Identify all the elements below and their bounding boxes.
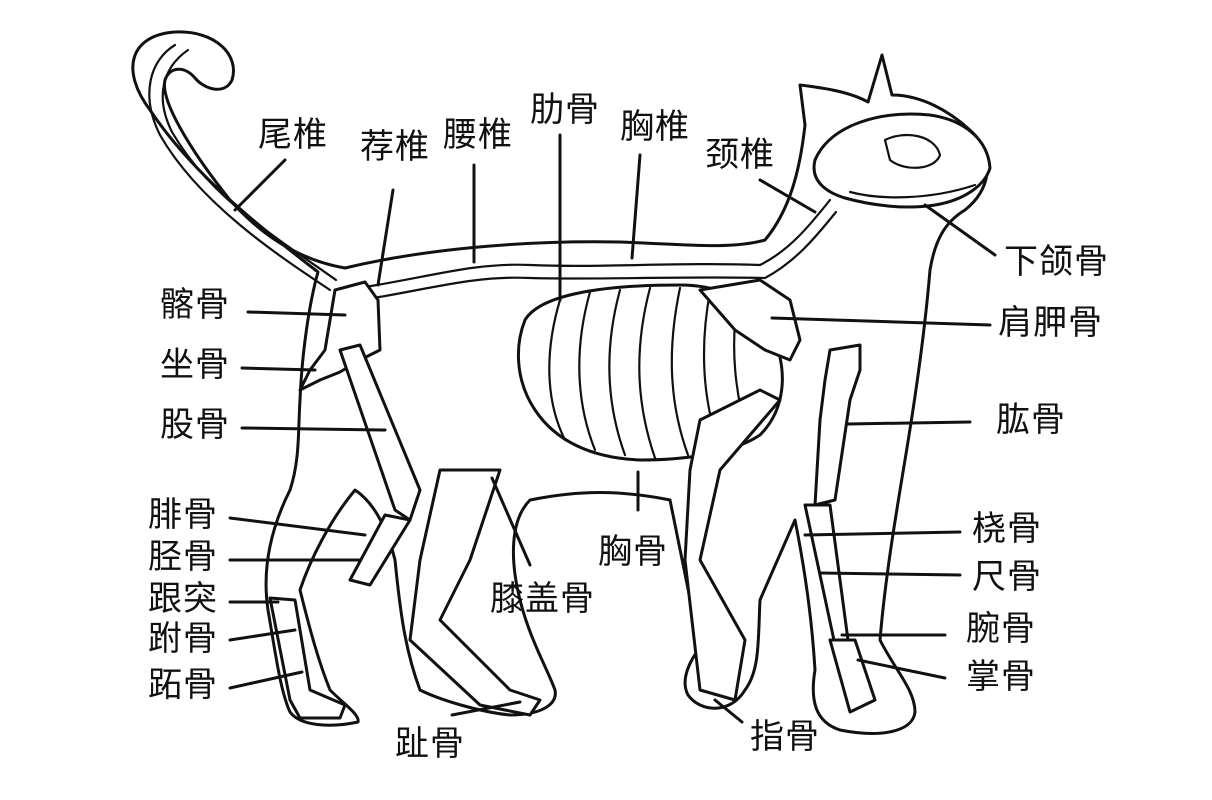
leader-sacral xyxy=(376,188,395,287)
leader-thoracic xyxy=(630,153,642,260)
rib-line xyxy=(670,286,690,457)
label-metatarsals: 跖骨 xyxy=(148,665,218,705)
label-carpals: 腕骨 xyxy=(966,609,1036,649)
leader-mandible xyxy=(923,203,997,257)
label-fibula: 腓骨 xyxy=(148,495,218,535)
label-metacarpals: 掌骨 xyxy=(966,657,1036,697)
label-hind-phalanges: 趾骨 xyxy=(395,724,465,764)
label-ulna: 尺骨 xyxy=(972,557,1042,597)
leader-radius xyxy=(803,530,962,537)
spine xyxy=(343,198,832,292)
forepaw-bones xyxy=(828,638,877,714)
label-scapula: 肩胛骨 xyxy=(998,303,1103,343)
label-lumbar-vertebrae: 腰椎 xyxy=(443,115,513,155)
leader-tarsals xyxy=(228,628,297,642)
tibia-bone xyxy=(348,513,412,587)
label-radius: 桡骨 xyxy=(972,509,1042,549)
tail-vertebrae xyxy=(148,43,332,292)
leader-ischium xyxy=(240,366,317,372)
foreleg-left-bones xyxy=(683,388,782,702)
jaw-line xyxy=(848,183,977,199)
eye-socket xyxy=(883,133,942,169)
label-ischium: 坐骨 xyxy=(160,345,230,385)
label-tibia: 胫骨 xyxy=(148,537,218,577)
cat-body-outline xyxy=(131,30,989,735)
humerus-bone xyxy=(813,343,862,507)
leader-fibula xyxy=(228,516,367,537)
leader-ilium xyxy=(246,310,347,317)
skull xyxy=(812,112,992,209)
label-femur: 股骨 xyxy=(160,405,230,445)
label-caudal-vertebrae: 尾椎 xyxy=(258,115,328,155)
leader-ulna xyxy=(818,571,962,577)
label-ribs: 肋骨 xyxy=(530,90,600,130)
label-cervical-vertebrae: 颈椎 xyxy=(705,135,775,175)
leader-metacarpals xyxy=(856,658,947,680)
label-calcaneus: 跟突 xyxy=(148,579,218,619)
hind-leg-right-bones xyxy=(408,468,542,717)
label-thoracic-vertebrae: 胸椎 xyxy=(620,107,690,147)
label-humerus: 肱骨 xyxy=(996,400,1066,440)
label-sternum: 胸骨 xyxy=(598,532,668,572)
label-mandible: 下颌骨 xyxy=(1004,242,1109,282)
rib-line xyxy=(608,288,627,457)
leader-femur xyxy=(240,426,387,432)
spine-lower xyxy=(346,210,838,304)
hind-foot-bones xyxy=(268,596,347,720)
leader-metatarsals xyxy=(228,670,304,690)
leader-scapula xyxy=(770,316,992,327)
label-tarsals: 跗骨 xyxy=(148,619,218,659)
rib-line xyxy=(548,298,567,442)
leader-cervical xyxy=(758,178,817,214)
femur-bone xyxy=(338,343,422,522)
label-patella: 膝盖骨 xyxy=(490,579,595,619)
leader-hind-phalanges xyxy=(450,700,522,717)
leader-patella xyxy=(490,476,532,567)
tail-vertebrae-inner xyxy=(161,48,338,282)
scapula-bone xyxy=(698,278,802,362)
label-sacral-vertebrae: 荐椎 xyxy=(360,127,430,167)
label-ilium: 髂骨 xyxy=(160,285,230,325)
rib-line xyxy=(638,286,657,460)
leader-humerus xyxy=(846,420,972,426)
label-fore-phalanges: 指骨 xyxy=(750,717,820,757)
rib-line xyxy=(578,290,597,452)
pelvis xyxy=(298,280,382,392)
leader-fore-phalanges xyxy=(713,698,744,724)
leader-caudal xyxy=(233,158,287,212)
